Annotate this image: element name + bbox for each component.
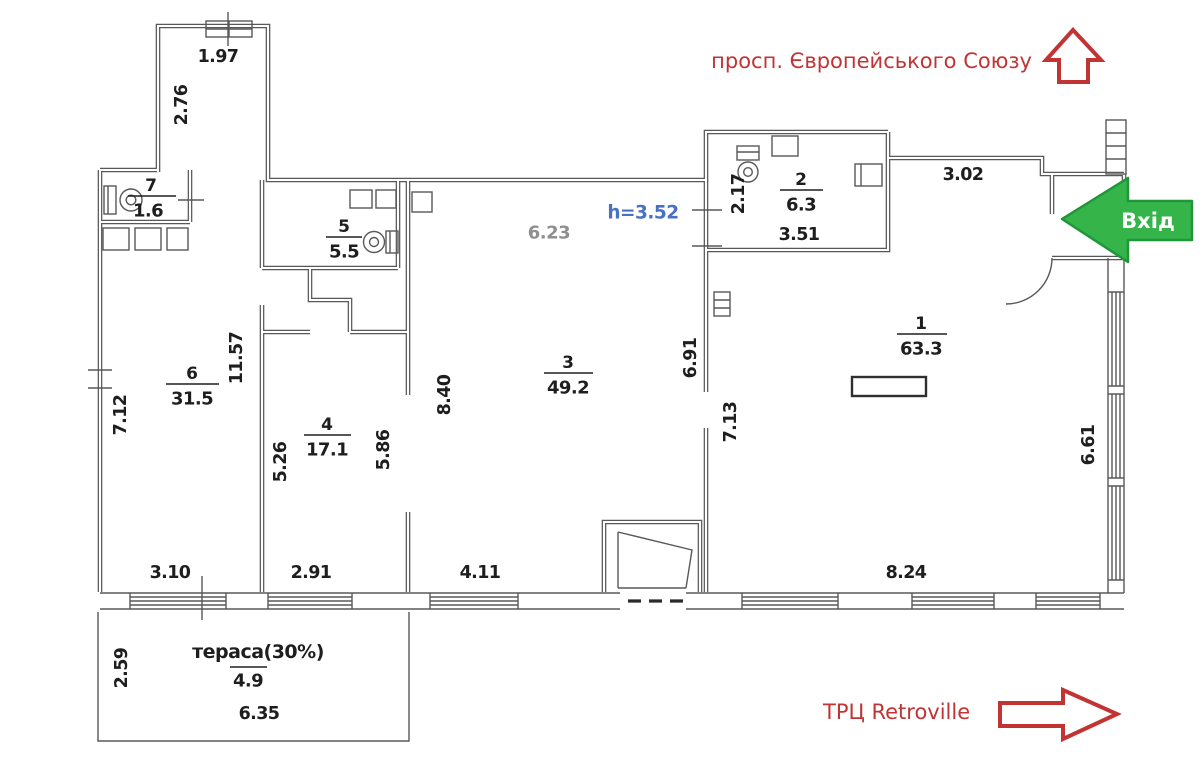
dim-room3-top: 6.23: [528, 223, 570, 244]
dim-bottom-room4: 2.91: [291, 563, 332, 583]
room-6-area: 31.5: [171, 389, 213, 410]
terrace-label: тераса(30%): [192, 641, 324, 663]
room-1-area: 63.3: [900, 339, 942, 360]
street-direction-label: просп. Європейського Союзу: [711, 49, 1032, 73]
entrance-arrow: Вхід: [1060, 176, 1194, 264]
island-counter: [850, 375, 928, 398]
dim-bottom-room6: 3.10: [150, 563, 191, 583]
wall-layer: [100, 26, 1124, 592]
ceiling-height-note: h=3.52: [607, 203, 678, 224]
room-7-area: 1.6: [133, 201, 163, 222]
dim-room4-left: 5.26: [271, 441, 291, 482]
room-5-number: 5: [338, 217, 350, 237]
room-5-area: 5.5: [329, 242, 359, 263]
dim-bottom-room1: 8.24: [886, 563, 927, 583]
terrace-area: 4.9: [233, 671, 263, 692]
dimension-labels: 1.97 2.76 7.12 11.57 5.26 5.86 8.40 6.23…: [111, 47, 1099, 724]
dim-room3-left: 8.40: [435, 374, 455, 415]
up-arrow-icon: [1041, 27, 1106, 84]
dim-entry-top: 3.02: [943, 165, 984, 185]
dim-room2-bottom: 3.51: [779, 225, 820, 245]
dim-room4-right: 5.86: [374, 429, 394, 470]
dim-room1-right: 6.61: [1079, 425, 1099, 466]
room-6-number: 6: [186, 364, 198, 384]
room-7-number: 7: [145, 176, 157, 196]
entrance-arrow-icon: [1060, 176, 1194, 264]
direction-annotations: просп. Європейського Союзу ТРЦ Retrovill…: [711, 27, 1194, 743]
right-arrow-icon: [998, 686, 1122, 743]
room-4-area: 17.1: [306, 440, 348, 461]
room-2-area: 6.3: [786, 195, 816, 216]
dim-bottom-room3: 4.11: [460, 563, 501, 583]
detail-layer: [88, 12, 1127, 742]
dim-terrace-bottom: 6.35: [239, 704, 280, 724]
room-4-number: 4: [321, 415, 333, 435]
dim-room2-left: 2.17: [729, 174, 749, 215]
dim-chimney-height: 2.76: [172, 84, 192, 125]
room-3-number: 3: [562, 353, 574, 373]
dim-room6-right: 11.57: [227, 332, 247, 384]
entrance-label: Вхід: [1121, 209, 1175, 233]
room-1-number: 1: [915, 314, 927, 334]
dim-room3-right: 6.91: [681, 338, 701, 379]
balcony-door: [620, 590, 686, 612]
mall-direction-label: ТРЦ Retroville: [822, 700, 970, 724]
dim-room6-left: 7.12: [111, 395, 131, 436]
room-3-area: 49.2: [547, 378, 589, 399]
room-2-number: 2: [795, 170, 807, 190]
dim-chimney-width: 1.97: [198, 47, 239, 67]
dim-terrace-left: 2.59: [112, 647, 132, 688]
dim-room1-left: 7.13: [721, 402, 741, 443]
room-labels: 1 63.3 2 6.3 3 49.2 4 17.1 5 5.5 6 31.5 …: [128, 170, 947, 692]
